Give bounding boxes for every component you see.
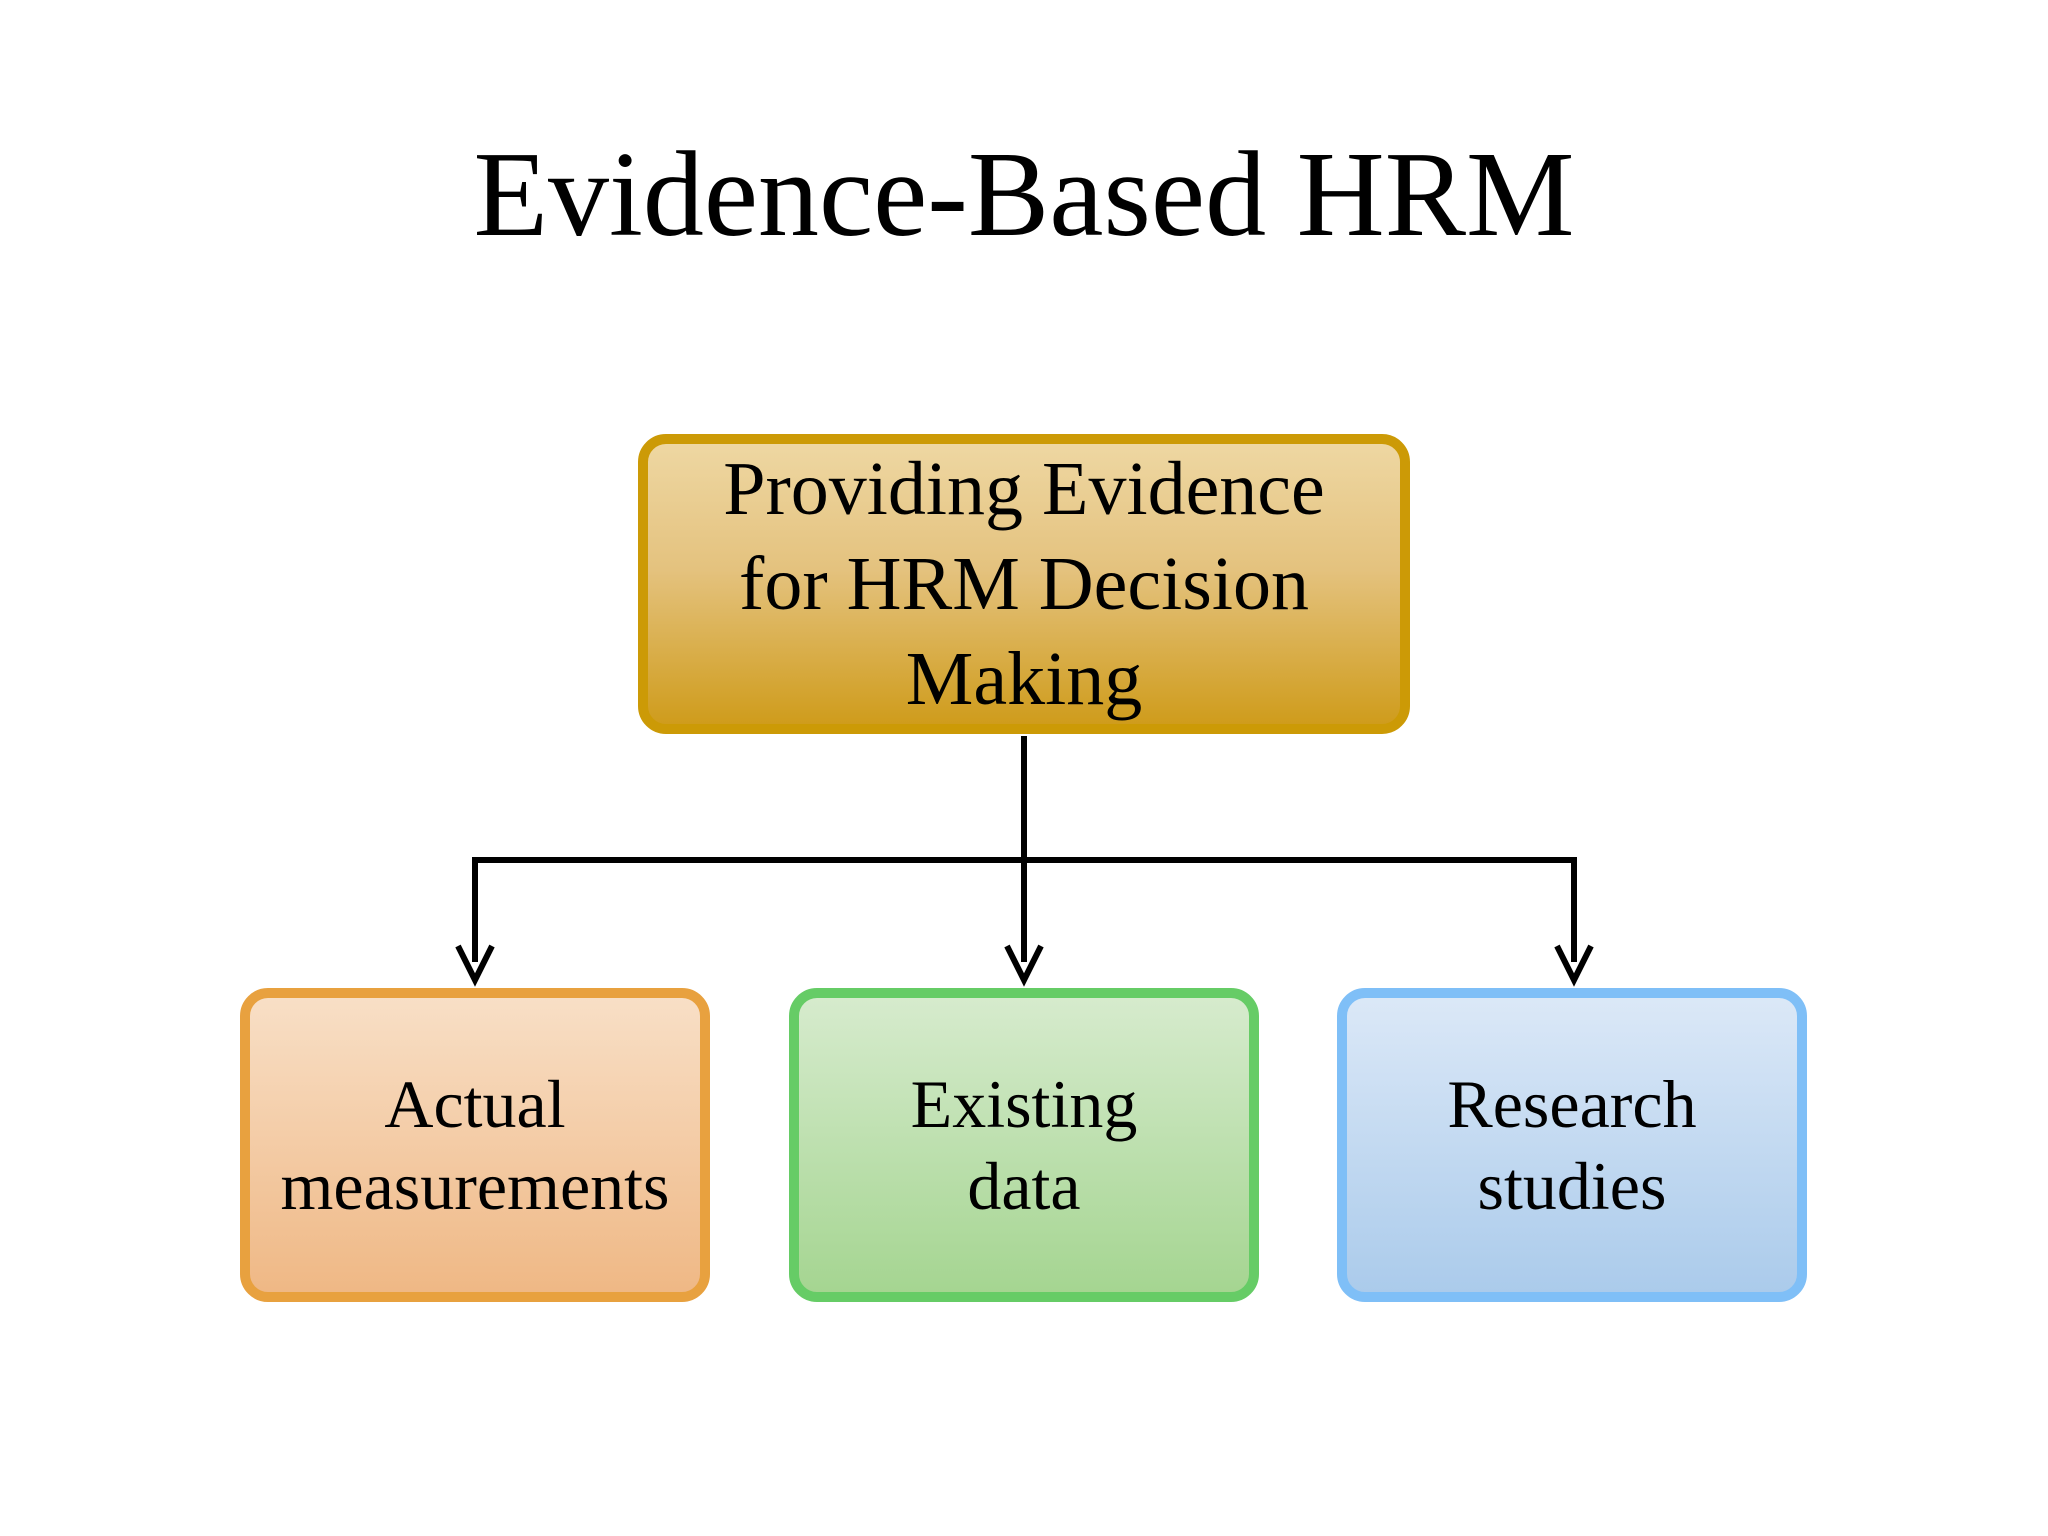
child-node-research-studies: Research studies bbox=[1337, 988, 1807, 1302]
child-node-label-line-2: studies bbox=[1477, 1148, 1667, 1224]
root-node: Providing Evidence for HRM Decision Maki… bbox=[638, 434, 1410, 734]
child-node-label-line-2: data bbox=[967, 1148, 1081, 1224]
arrowhead-right bbox=[1554, 944, 1594, 987]
child-node-actual-measurements: Actual measurements bbox=[240, 988, 710, 1302]
arrowhead-center bbox=[1004, 944, 1044, 987]
arrowhead-left bbox=[455, 944, 495, 987]
root-node-line-2: for HRM Decision bbox=[739, 541, 1309, 626]
child-node-existing-data: Existing data bbox=[789, 988, 1259, 1302]
slide-title: Evidence-Based HRM bbox=[473, 127, 1575, 262]
child-node-label-line-1: Actual bbox=[384, 1066, 566, 1142]
child-node-label-line-2: measurements bbox=[280, 1148, 670, 1224]
root-node-line-3: Making bbox=[905, 636, 1143, 721]
child-node-label-line-1: Research bbox=[1447, 1066, 1697, 1142]
root-node-line-1: Providing Evidence bbox=[723, 446, 1325, 531]
child-node-label-line-1: Existing bbox=[910, 1066, 1138, 1142]
